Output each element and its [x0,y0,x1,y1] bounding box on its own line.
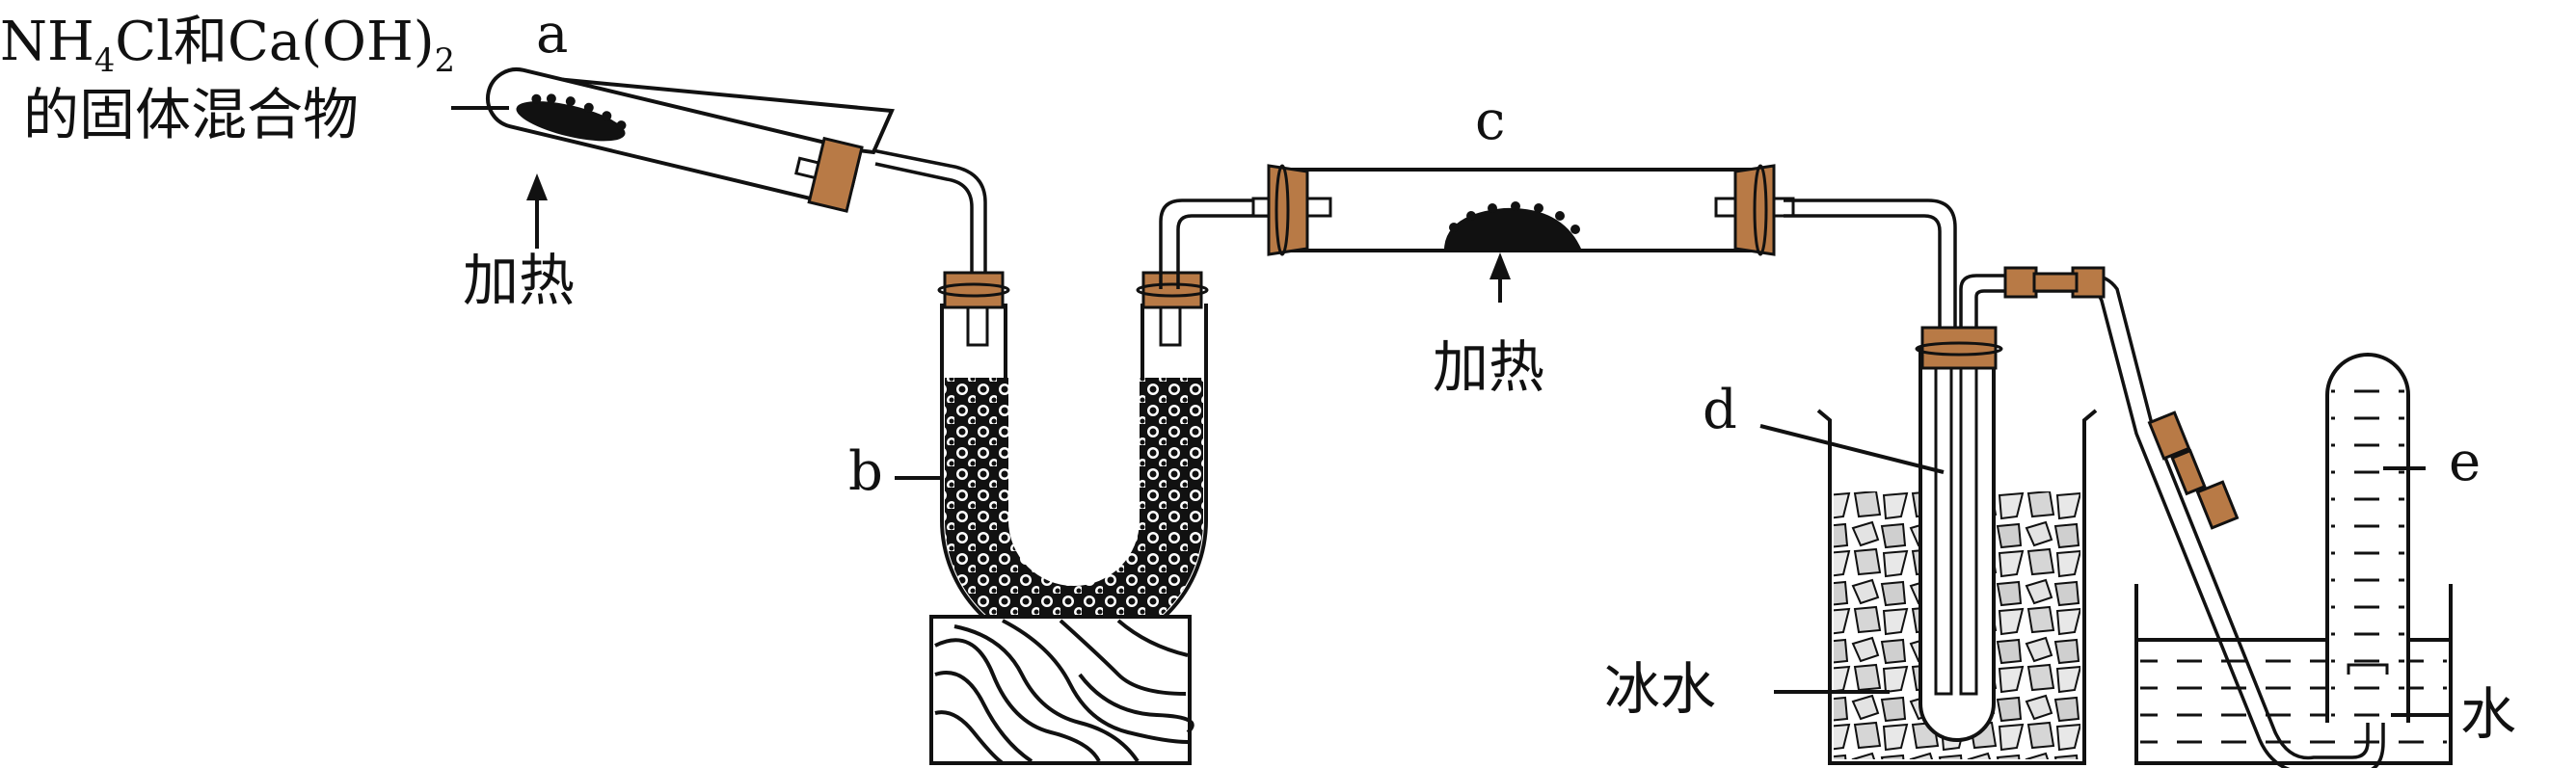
reactant-description-label: 的固体混合物 [23,82,360,147]
delivery-tube-a-b [872,148,987,289]
label-e: e [2449,431,2482,493]
label-a: a [536,3,569,66]
solid-mixture [516,93,627,142]
gas-tube-e [2325,353,2410,723]
ice-water-label: 冰水 [1604,656,1717,722]
delivery-tube-c-d [1784,199,1957,347]
u-tube-b [937,271,1209,654]
delivery-tube-b-c [1159,199,1273,289]
stopper-b-left [943,271,1005,309]
reaction-tube-c [1251,164,1795,256]
heat-label-c: 加热 [1433,334,1545,400]
label-c: c [1475,90,1506,152]
formula-subscript-4: 4 [94,41,116,80]
test-tube-a-body [486,67,864,213]
stopper-b-right [1141,271,1203,309]
label-d: d [1703,379,1737,441]
wooden-block [929,615,1194,765]
formula-part-nh: NH [0,11,94,73]
reactant-formula-label: NH4Cl和Ca(OH)2 [0,15,455,77]
water-label: 水 [2460,681,2517,747]
stopper-d [1920,326,1998,370]
stopper-a [807,136,864,213]
heat-label-a: 加热 [463,248,576,313]
collection-tube-d [1915,326,2003,742]
formula-part-cl-ca-oh: Cl和Ca(OH) [115,11,435,73]
formula-subscript-2: 2 [434,41,456,80]
solid-in-c [1444,201,1581,249]
desiccant-beads [945,378,1203,649]
leader-lines [451,106,2449,717]
heat-arrows [526,173,1511,303]
rubber-joints [2003,266,2240,530]
label-b: b [848,440,883,503]
